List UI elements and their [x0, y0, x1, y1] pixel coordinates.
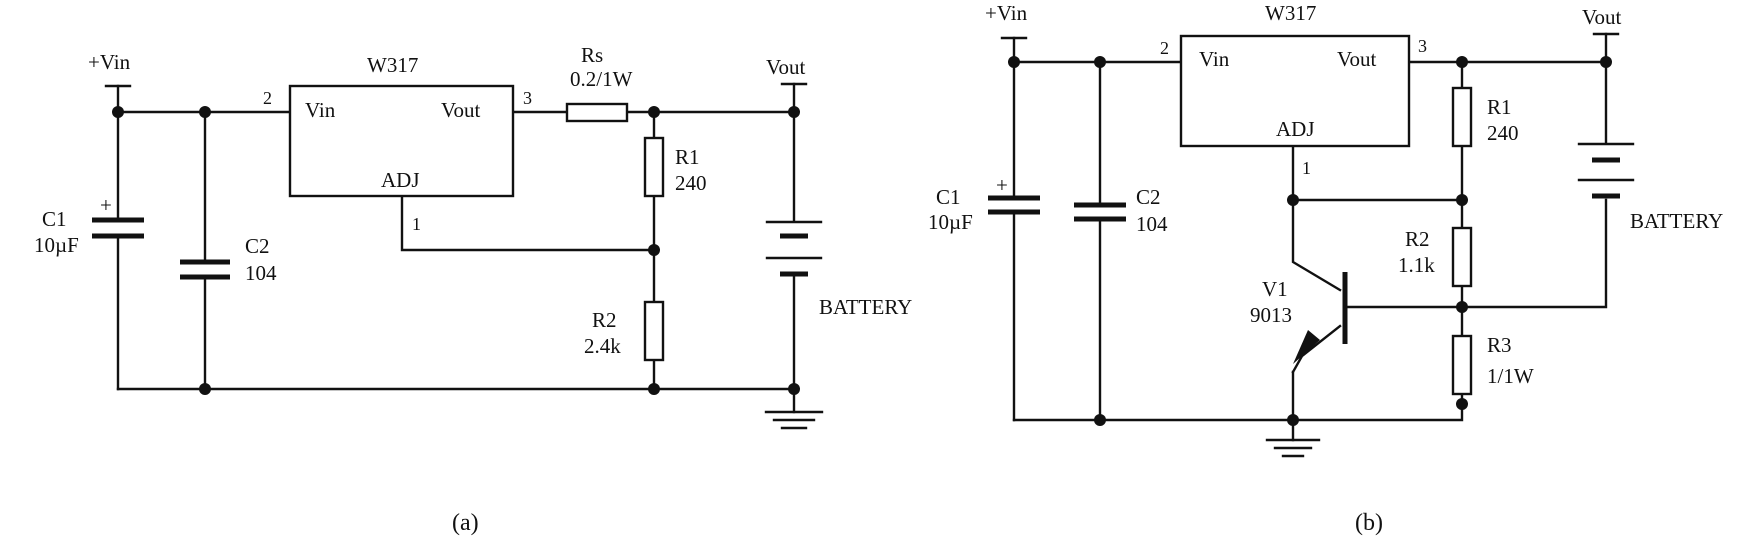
pin-vin-label: Vin [305, 98, 336, 122]
pin-vout-label: Vout [441, 98, 480, 122]
v1-name-label: V1 [1262, 277, 1288, 301]
r1-name-label: R1 [675, 145, 700, 169]
capacitor-c1-b [988, 195, 1040, 215]
vout-label: Vout [766, 55, 805, 79]
pin2-label: 2 [263, 88, 272, 108]
wire-battery-down [1460, 198, 1608, 309]
circuit-b: +Vin W317 2 Vin Vout 3 ADJ 1 Vout R1 240… [928, 1, 1723, 536]
r2-name-label: R2 [592, 308, 617, 332]
ic-name-label: W317 [367, 53, 418, 77]
c1-name-label: C1 [42, 207, 67, 231]
junction-dot [1456, 398, 1468, 410]
junction-dot [1456, 301, 1468, 313]
junction-dot [1094, 56, 1106, 68]
resistor-r3-b [1451, 334, 1473, 396]
pin-vin-label: Vin [1199, 47, 1230, 71]
junction-dot [788, 106, 800, 118]
r2-name-label: R2 [1405, 227, 1430, 251]
junction-dot [1094, 414, 1106, 426]
ic-name-label: W317 [1265, 1, 1316, 25]
resistor-r2-b [1451, 226, 1473, 288]
c1-name-label: C1 [936, 185, 961, 209]
c2-name-label: C2 [245, 234, 270, 258]
r1-name-label: R1 [1487, 95, 1512, 119]
r1-value-label: 240 [1487, 121, 1519, 145]
pin2-label: 2 [1160, 38, 1169, 58]
capacitor-c2-b [1074, 202, 1126, 222]
junction-dot [1287, 414, 1299, 426]
battery-icon-b [1577, 142, 1635, 199]
wire-adj [1291, 144, 1464, 202]
r2-value-label: 2.4k [584, 334, 621, 358]
rs-value-label: 0.2/1W [570, 67, 633, 91]
pin3-label: 3 [523, 88, 532, 108]
junction-dot [1008, 56, 1020, 68]
circuit-a: +Vin W317 2 Vin Vout 3 ADJ 1 Rs 0.2/1W V… [34, 43, 912, 536]
vout-label: Vout [1582, 5, 1621, 29]
junction-dot [1456, 56, 1468, 68]
pin3-label: 3 [1418, 36, 1427, 56]
junction-dot [788, 383, 800, 395]
c1-value-label: 10µF [928, 210, 973, 234]
resistor-r1-a [643, 136, 665, 198]
junction-dot [648, 106, 660, 118]
wire-adj [400, 194, 656, 252]
resistor-r2-a [643, 300, 665, 362]
ground-icon [764, 410, 824, 430]
caption-a: (a) [452, 510, 479, 536]
junction-dot [648, 383, 660, 395]
regulator-ic-b [1179, 34, 1411, 148]
wire-collector [1291, 198, 1342, 292]
junction-dot [199, 383, 211, 395]
r3-value-label: 1/1W [1487, 364, 1534, 388]
r2-value-label: 1.1k [1398, 253, 1435, 277]
capacitor-c2-a [180, 259, 230, 280]
junction-dot [112, 106, 124, 118]
rs-name-label: Rs [581, 43, 603, 67]
pin-adj-label: ADJ [1276, 117, 1315, 141]
r1-value-label: 240 [675, 171, 707, 195]
c1-plus-label: + [996, 173, 1008, 197]
v1-value-label: 9013 [1250, 303, 1292, 327]
c1-value-label: 10µF [34, 233, 79, 257]
capacitor-c1-a [92, 217, 144, 239]
vin-label: +Vin [88, 50, 131, 74]
resistor-r1-b [1451, 86, 1473, 148]
c1-plus-label: + [100, 193, 112, 217]
pin1-label: 1 [1302, 158, 1311, 178]
c2-value-label: 104 [1136, 212, 1168, 236]
junction-dot [199, 106, 211, 118]
pin-vout-label: Vout [1337, 47, 1376, 71]
junction-dot [1287, 194, 1299, 206]
battery-label: BATTERY [1630, 209, 1723, 233]
wire-ground-rail [1012, 402, 1464, 422]
regulator-ic-a [288, 84, 515, 198]
transistor-v1-icon [1293, 272, 1348, 364]
r3-name-label: R3 [1487, 333, 1512, 357]
battery-icon-a [765, 220, 823, 277]
pin-adj-label: ADJ [381, 168, 420, 192]
junction-dot [1600, 56, 1612, 68]
resistor-rs [565, 102, 629, 123]
caption-b: (b) [1355, 510, 1383, 536]
junction-dot [648, 244, 660, 256]
c2-value-label: 104 [245, 261, 277, 285]
pin1-label: 1 [412, 214, 421, 234]
c2-name-label: C2 [1136, 185, 1161, 209]
vin-label: +Vin [985, 1, 1028, 25]
ground-icon [1265, 438, 1321, 458]
battery-label: BATTERY [819, 295, 912, 319]
junction-dot [1456, 194, 1468, 206]
